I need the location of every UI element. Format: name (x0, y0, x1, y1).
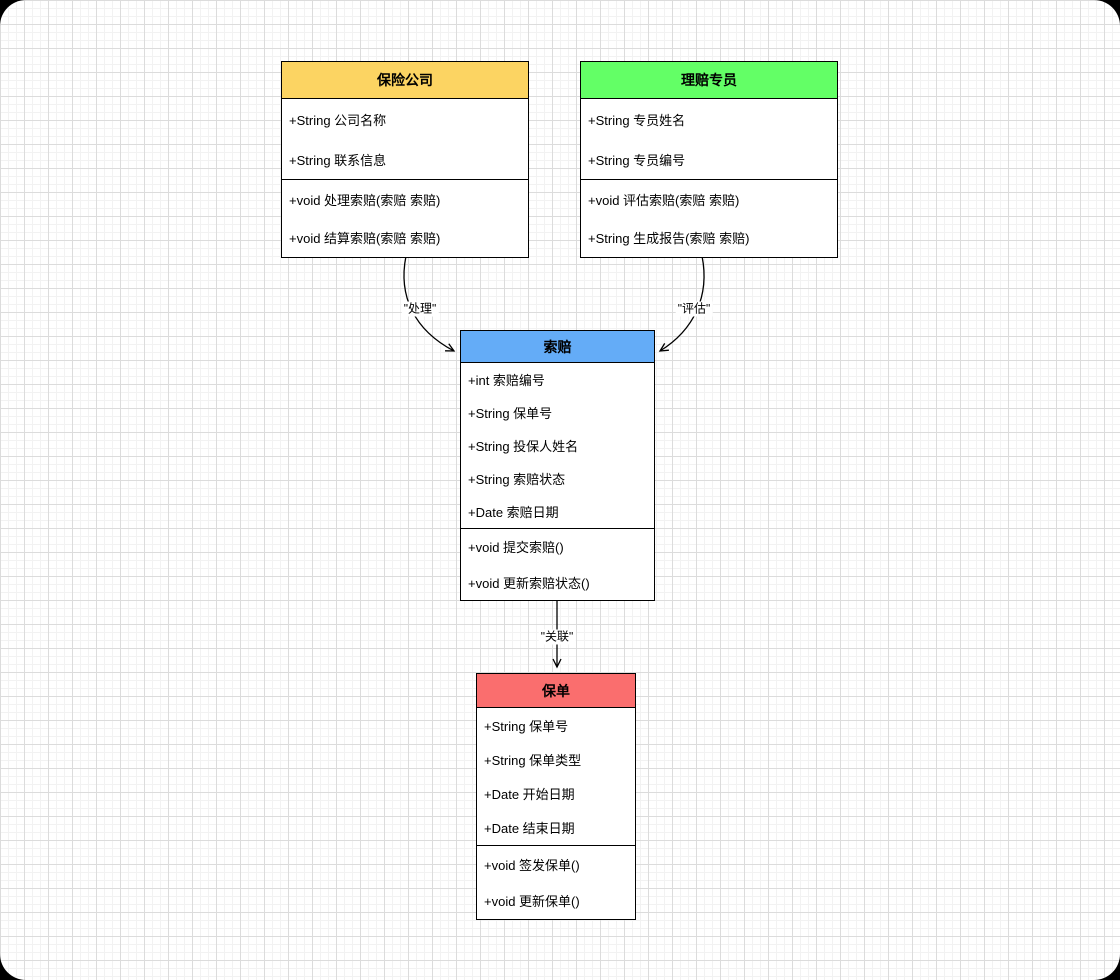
class-insurance-company-title: 保险公司 (282, 62, 528, 99)
class-claim-attributes: +int 索赔编号 +String 保单号 +String 投保人姓名 +Str… (461, 363, 654, 528)
class-policy[interactable]: 保单 +String 保单号 +String 保单类型 +Date 开始日期 +… (476, 673, 636, 920)
attribute-row: +String 保单号 (468, 406, 553, 421)
attribute-row: +String 专员编号 (588, 152, 686, 168)
edge-label-handle[interactable]: "处理" (401, 301, 439, 317)
attribute-row: +String 联系信息 (289, 152, 387, 168)
edge-label-evaluate[interactable]: "评估" (675, 301, 713, 317)
class-claims-specialist[interactable]: 理赔专员 +String 专员姓名 +String 专员编号 +void 评估索… (580, 61, 838, 258)
attribute-row: +String 投保人姓名 (468, 439, 579, 454)
attribute-row: +Date 开始日期 (484, 787, 575, 803)
class-claims-specialist-methods: +void 评估索赔(索赔 索赔) +String 生成报告(索赔 索赔) (581, 179, 837, 257)
class-claims-specialist-attributes: +String 专员姓名 +String 专员编号 (581, 99, 837, 179)
class-claim-title: 索赔 (461, 331, 654, 363)
class-policy-attributes: +String 保单号 +String 保单类型 +Date 开始日期 +Dat… (477, 708, 635, 845)
method-row: +void 提交索赔() (468, 540, 564, 556)
class-policy-title: 保单 (477, 674, 635, 708)
edge-label-associate[interactable]: "关联" (538, 629, 576, 645)
method-row: +void 处理索赔(索赔 索赔) (289, 192, 441, 208)
attribute-row: +String 专员姓名 (588, 112, 686, 128)
attribute-row: +Date 结束日期 (484, 821, 575, 837)
attribute-row: +int 索赔编号 (468, 373, 545, 388)
attribute-row: +Date 索赔日期 (468, 505, 559, 520)
method-row: +void 更新索赔状态() (468, 575, 590, 591)
method-row: +void 评估索赔(索赔 索赔) (588, 192, 740, 208)
method-row: +void 更新保单() (484, 894, 580, 910)
attribute-row: +String 保单类型 (484, 752, 582, 768)
class-policy-methods: +void 签发保单() +void 更新保单() (477, 845, 635, 919)
class-claims-specialist-title: 理赔专员 (581, 62, 837, 99)
attribute-row: +String 保单号 (484, 718, 569, 734)
method-row: +String 生成报告(索赔 索赔) (588, 231, 750, 247)
class-insurance-company-attributes: +String 公司名称 +String 联系信息 (282, 99, 528, 179)
class-insurance-company-methods: +void 处理索赔(索赔 索赔) +void 结算索赔(索赔 索赔) (282, 179, 528, 257)
method-row: +void 签发保单() (484, 857, 580, 873)
attribute-row: +String 公司名称 (289, 112, 387, 128)
class-claim[interactable]: 索赔 +int 索赔编号 +String 保单号 +String 投保人姓名 +… (460, 330, 655, 601)
method-row: +void 结算索赔(索赔 索赔) (289, 231, 441, 247)
class-claim-methods: +void 提交索赔() +void 更新索赔状态() (461, 528, 654, 600)
attribute-row: +String 索赔状态 (468, 472, 566, 487)
class-insurance-company[interactable]: 保险公司 +String 公司名称 +String 联系信息 +void 处理索… (281, 61, 529, 258)
